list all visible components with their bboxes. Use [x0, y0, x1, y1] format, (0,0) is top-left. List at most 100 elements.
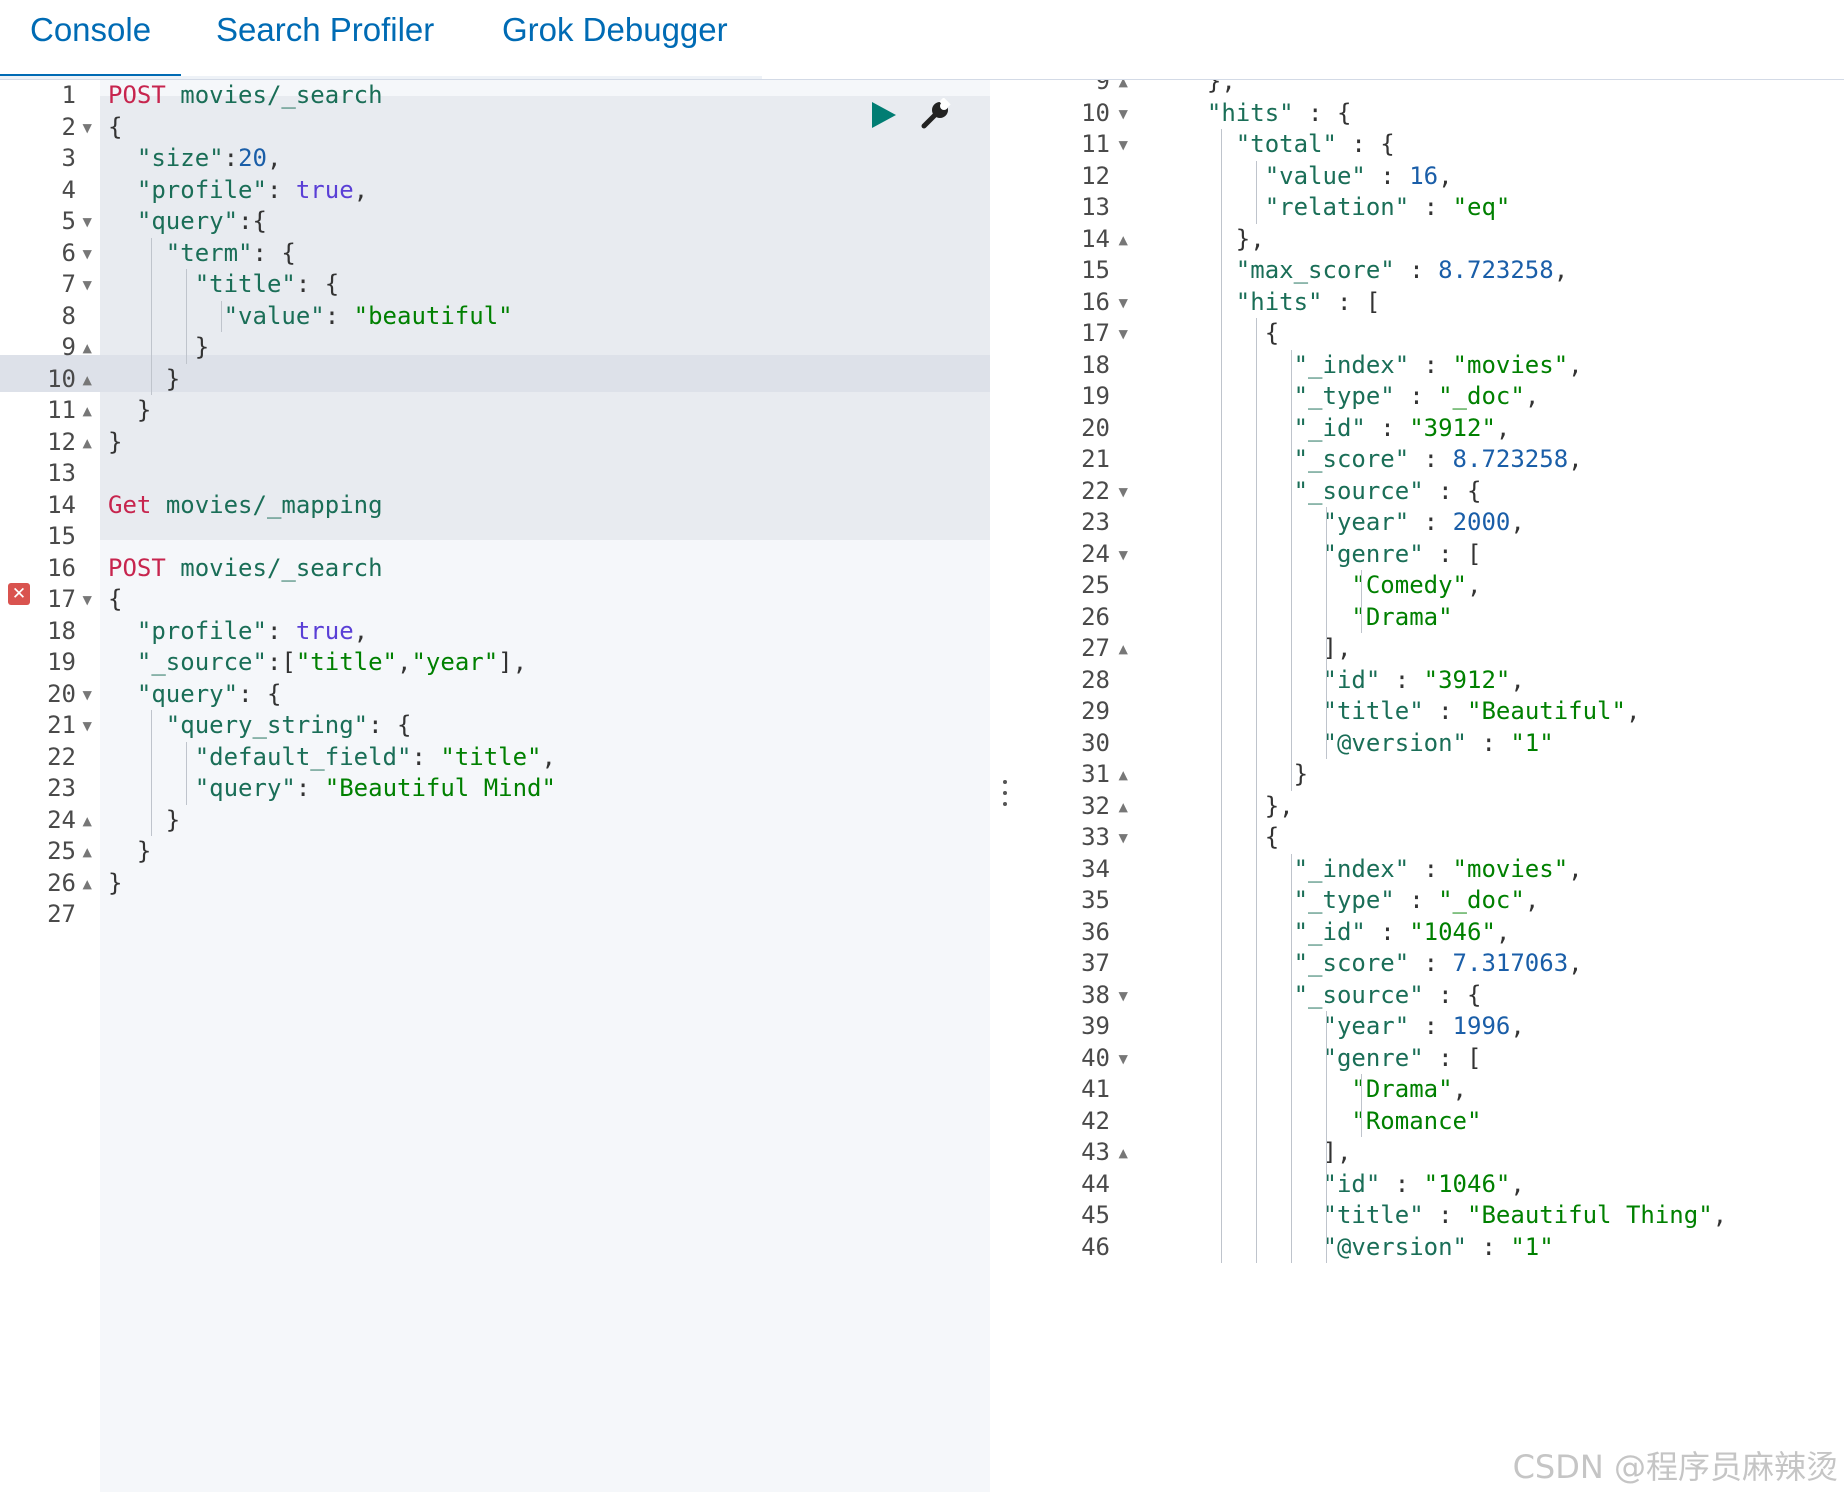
- code-line[interactable]: }: [108, 395, 151, 427]
- fold-down-icon[interactable]: ▾: [1116, 319, 1131, 347]
- fold-up-icon[interactable]: ▴: [1116, 760, 1131, 788]
- code-line[interactable]: "size":20,: [108, 143, 282, 175]
- tab-console[interactable]: Console: [0, 0, 182, 79]
- wrench-icon[interactable]: [918, 98, 952, 132]
- code-line[interactable]: "Romance": [1178, 1106, 1481, 1138]
- code-line[interactable]: "max_score" : 8.723258,: [1178, 255, 1568, 287]
- code-line[interactable]: "id" : "1046",: [1178, 1169, 1525, 1201]
- code-line[interactable]: },: [1178, 791, 1294, 823]
- code-line[interactable]: "query_string": {: [108, 710, 412, 742]
- response-code-area[interactable]: [1138, 80, 1844, 1492]
- code-line[interactable]: "profile": true,: [108, 175, 368, 207]
- fold-up-icon[interactable]: ▴: [1116, 224, 1131, 253]
- fold-up-icon[interactable]: ▴: [80, 333, 95, 361]
- code-line[interactable]: }: [108, 868, 122, 900]
- fold-down-icon[interactable]: ▾: [80, 679, 95, 708]
- fold-down-icon[interactable]: ▾: [80, 112, 95, 141]
- code-line[interactable]: "value": "beautiful": [108, 301, 513, 333]
- code-line[interactable]: "hits" : {: [1178, 98, 1352, 130]
- fold-down-icon[interactable]: ▾: [1116, 980, 1131, 1009]
- code-line[interactable]: "Comedy",: [1178, 570, 1481, 602]
- code-line[interactable]: {: [1178, 318, 1279, 350]
- fold-down-icon[interactable]: ▾: [1116, 98, 1131, 127]
- code-line[interactable]: "query": {: [108, 679, 282, 711]
- code-line[interactable]: POST movies/_search: [108, 80, 383, 112]
- code-line[interactable]: "default_field": "title",: [108, 742, 556, 774]
- code-line[interactable]: "@version" : "1": [1178, 1232, 1554, 1264]
- code-line[interactable]: "_type" : "_doc",: [1178, 885, 1540, 917]
- code-line[interactable]: "_source":["title","year"],: [108, 647, 527, 679]
- code-line[interactable]: ],: [1178, 633, 1351, 665]
- fold-up-icon[interactable]: ▴: [80, 805, 95, 834]
- code-line[interactable]: "title" : "Beautiful",: [1178, 696, 1641, 728]
- vertical-dots-icon[interactable]: [1002, 778, 1008, 808]
- code-line[interactable]: "_index" : "movies",: [1178, 854, 1583, 886]
- code-line[interactable]: "total" : {: [1178, 129, 1395, 161]
- code-line[interactable]: "query":{: [108, 206, 267, 238]
- code-line[interactable]: {: [1178, 822, 1279, 854]
- code-line[interactable]: "_score" : 8.723258,: [1178, 444, 1583, 476]
- code-line[interactable]: {: [108, 112, 122, 144]
- code-line[interactable]: "hits" : [: [1178, 287, 1381, 319]
- fold-down-icon[interactable]: ▾: [1116, 1043, 1131, 1072]
- code-line[interactable]: "Drama": [1178, 602, 1452, 634]
- fold-down-icon[interactable]: ▾: [1116, 539, 1131, 568]
- code-line[interactable]: "title": {: [108, 269, 340, 301]
- code-line[interactable]: "Drama",: [1178, 1074, 1467, 1106]
- fold-down-icon[interactable]: ▾: [80, 238, 95, 267]
- fold-up-icon[interactable]: ▴: [80, 868, 95, 897]
- fold-up-icon[interactable]: ▴: [80, 396, 95, 424]
- code-line[interactable]: },: [1178, 80, 1236, 98]
- code-line[interactable]: "_index" : "movies",: [1178, 350, 1583, 382]
- fold-down-icon[interactable]: ▾: [1116, 287, 1131, 316]
- code-line[interactable]: Get movies/_mapping: [108, 490, 383, 522]
- fold-down-icon[interactable]: ▾: [80, 711, 95, 739]
- code-line[interactable]: "_score" : 7.317063,: [1178, 948, 1583, 980]
- fold-down-icon[interactable]: ▾: [80, 585, 95, 613]
- tab-search-profiler[interactable]: Search Profiler: [216, 11, 435, 48]
- fold-down-icon[interactable]: ▾: [1116, 823, 1131, 851]
- code-line[interactable]: "value" : 16,: [1178, 161, 1453, 193]
- code-line[interactable]: "query": "Beautiful Mind": [108, 773, 556, 805]
- fold-up-icon[interactable]: ▴: [1116, 791, 1131, 820]
- code-line[interactable]: "genre" : [: [1178, 1043, 1482, 1075]
- code-line[interactable]: "@version" : "1": [1178, 728, 1554, 760]
- code-line[interactable]: "genre" : [: [1178, 539, 1482, 571]
- error-x-icon[interactable]: ✕: [8, 583, 30, 605]
- fold-up-icon[interactable]: ▴: [1116, 1138, 1131, 1166]
- code-line[interactable]: "term": {: [108, 238, 296, 270]
- fold-up-icon[interactable]: ▴: [80, 364, 95, 393]
- code-line[interactable]: "_id" : "1046",: [1178, 917, 1511, 949]
- fold-down-icon[interactable]: ▾: [1116, 476, 1131, 505]
- fold-up-icon[interactable]: ▴: [1116, 80, 1131, 95]
- code-line[interactable]: }: [108, 805, 180, 837]
- code-line[interactable]: "year" : 1996,: [1178, 1011, 1525, 1043]
- code-line[interactable]: }: [1178, 759, 1308, 791]
- code-line[interactable]: "_source" : {: [1178, 980, 1482, 1012]
- tab-grok-debugger[interactable]: Grok Debugger: [502, 11, 728, 48]
- fold-down-icon[interactable]: ▾: [80, 207, 95, 235]
- fold-up-icon[interactable]: ▴: [1116, 634, 1131, 662]
- code-line[interactable]: "title" : "Beautiful Thing",: [1178, 1200, 1728, 1232]
- code-line[interactable]: }: [108, 332, 209, 364]
- code-line[interactable]: }: [108, 836, 151, 868]
- code-line[interactable]: },: [1178, 224, 1265, 256]
- fold-up-icon[interactable]: ▴: [80, 427, 95, 456]
- code-line[interactable]: "id" : "3912",: [1178, 665, 1525, 697]
- code-line[interactable]: "_type" : "_doc",: [1178, 381, 1540, 413]
- response-viewer[interactable]: 9▴ },10▾ "hits" : {11▾ "total" : {12 "va…: [1020, 80, 1844, 1492]
- code-line[interactable]: POST movies/_search: [108, 553, 383, 585]
- code-line[interactable]: "year" : 2000,: [1178, 507, 1525, 539]
- fold-down-icon[interactable]: ▾: [80, 270, 95, 298]
- code-line[interactable]: "_source" : {: [1178, 476, 1482, 508]
- code-line[interactable]: ],: [1178, 1137, 1351, 1169]
- code-line[interactable]: "_id" : "3912",: [1178, 413, 1511, 445]
- code-line[interactable]: }: [108, 364, 180, 396]
- play-icon[interactable]: [868, 100, 898, 130]
- code-line[interactable]: {: [108, 584, 122, 616]
- code-line[interactable]: }: [108, 427, 122, 459]
- pane-splitter[interactable]: [990, 80, 1020, 1492]
- fold-up-icon[interactable]: ▴: [80, 837, 95, 865]
- code-line[interactable]: "relation" : "eq": [1178, 192, 1511, 224]
